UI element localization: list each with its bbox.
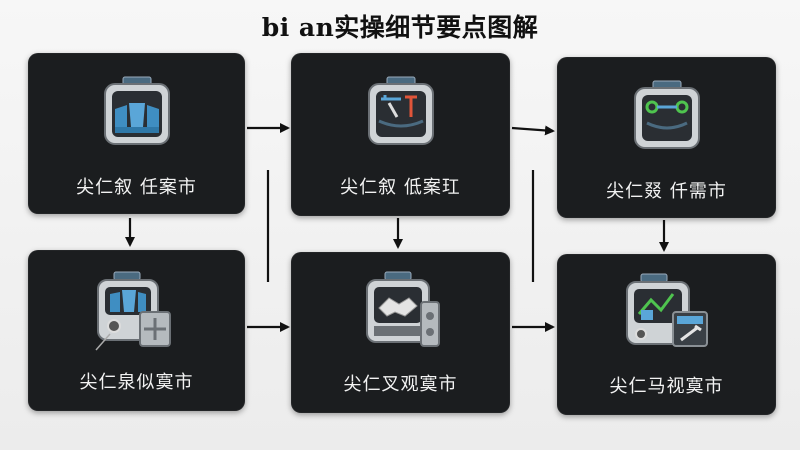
- step-label-1: 尖仁叙 任案市: [76, 177, 197, 198]
- page-title: bi an实操细节要点图解: [261, 13, 539, 42]
- handshake-machine-icon: [365, 271, 440, 347]
- step-label-3: 尖仁叕 仟需市: [606, 181, 727, 202]
- gear-toolbox-icon: [633, 80, 700, 149]
- step-label-2: 尖仁叙 低案玒: [340, 177, 461, 198]
- step-card-1[interactable]: 尖仁叙 任案市: [28, 53, 245, 214]
- step-card-5[interactable]: 尖仁叉观寞市: [291, 252, 510, 413]
- monitor-wrench-icon: [625, 273, 708, 347]
- step-label-6: 尖仁马视寞市: [609, 376, 724, 397]
- arrow-2-to-3: [511, 125, 555, 136]
- step-card-4[interactable]: 尖仁泉似寞市: [28, 250, 245, 411]
- step-label-5: 尖仁叉观寞市: [343, 374, 458, 395]
- step-card-2[interactable]: 尖仁叙 低案玒: [291, 53, 510, 216]
- step-card-3[interactable]: 尖仁叕 仟需市: [557, 57, 776, 218]
- machine-tools-icon: [94, 271, 171, 351]
- step-card-6[interactable]: 尖仁马视寞市: [557, 254, 776, 415]
- step-label-4: 尖仁泉似寞市: [79, 372, 194, 393]
- hardhat-bin-icon: [103, 76, 170, 145]
- wrench-toolbox-icon: [367, 76, 434, 145]
